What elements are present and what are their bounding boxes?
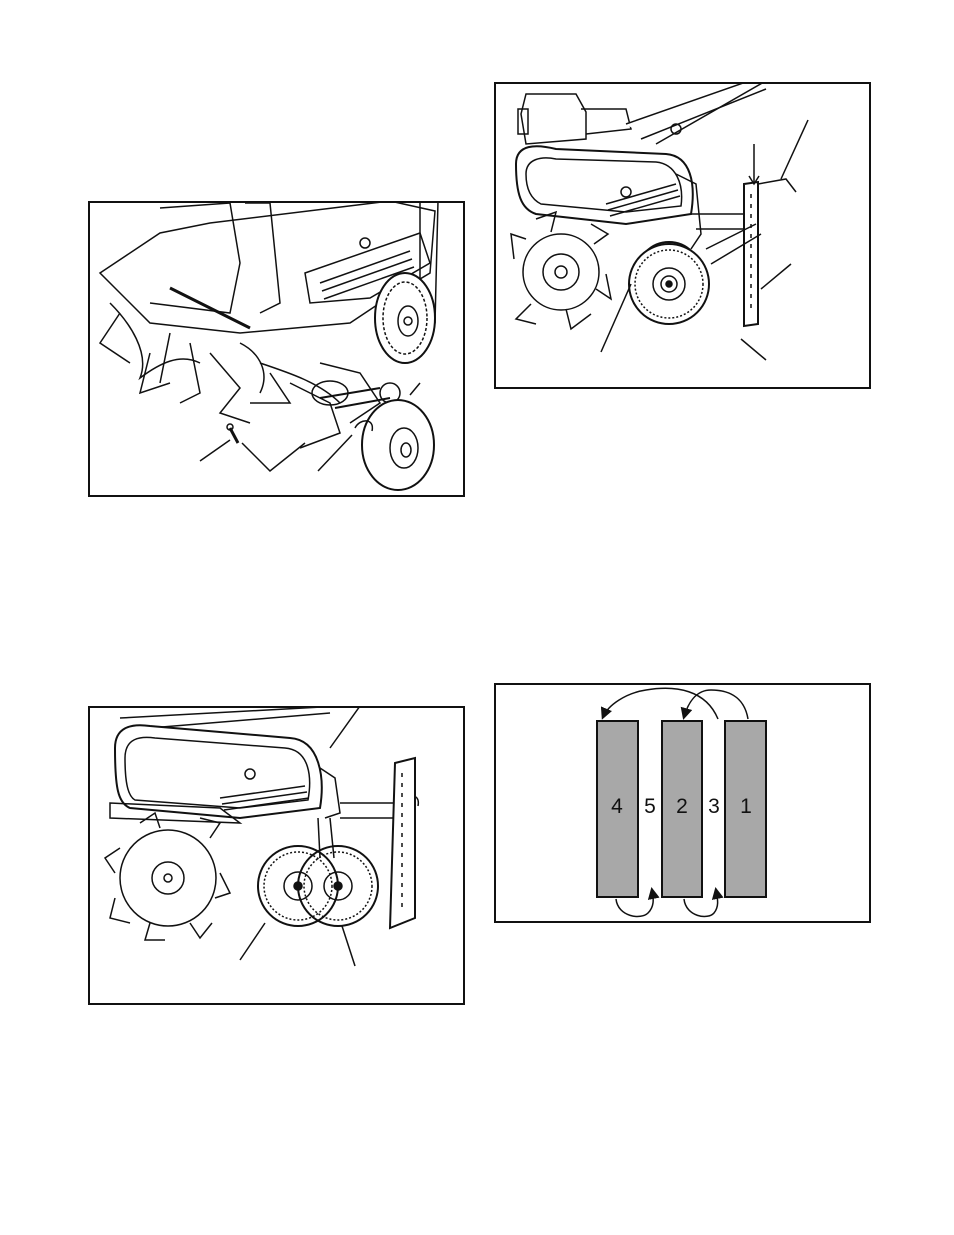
pattern-label-5: 5 [644,795,656,818]
tiller-transport-illustration [496,84,869,387]
pattern-label-2: 2 [676,795,688,818]
tilling-pattern-diagram: 4 5 2 3 1 [496,685,869,921]
figure-transport-position [494,82,871,389]
pattern-label-4: 4 [611,795,623,818]
tiller-wheel-illustration [90,203,463,495]
figure-wheel-positions [88,706,465,1005]
tiller-wheel-positions-illustration [90,708,463,1003]
pattern-label-3: 3 [708,795,720,818]
figure-tilling-pattern: 4 5 2 3 1 [494,683,871,923]
pattern-label-1: 1 [740,795,752,818]
figure-wheel-removal [88,201,465,497]
